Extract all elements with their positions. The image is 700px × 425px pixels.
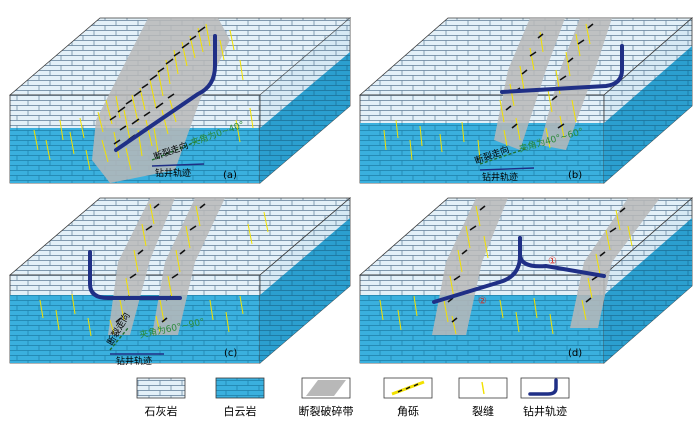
panel-c: 断裂走向 夹角为60°~90° 钻井轨迹 (c) bbox=[10, 198, 350, 367]
legend-swatch-limestone bbox=[137, 378, 185, 398]
well-trajectory-label: 钻井轨迹 bbox=[482, 171, 518, 183]
panel-letter: (b) bbox=[568, 170, 582, 181]
panel-letter: (d) bbox=[568, 348, 582, 359]
legend-label-fault-zone: 断裂破碎带 bbox=[299, 404, 354, 418]
legend: 石灰岩 白云岩 断裂破碎带 角砾 裂缝 钻井轨迹 bbox=[137, 378, 569, 418]
well-trajectory-label: 钻井轨迹 bbox=[116, 355, 152, 367]
panel-a: 断裂走向 夹角为0~40° 钻井轨迹 (a) bbox=[10, 18, 350, 183]
panel-d: ① ② (d) bbox=[360, 198, 692, 363]
legend-label-breccia: 角砾 bbox=[397, 405, 419, 418]
legend-label-fracture: 裂缝 bbox=[472, 404, 494, 418]
well-trajectory-label: 钻井轨迹 bbox=[155, 167, 191, 179]
legend-swatch-dolomite bbox=[216, 378, 264, 398]
panel-letter: (a) bbox=[223, 170, 237, 181]
legend-label-limestone: 石灰岩 bbox=[145, 404, 178, 418]
panel-b: 断裂走向 夹角为40°~60° 钻井轨迹 (b) bbox=[360, 18, 692, 183]
panel-letter: (c) bbox=[224, 348, 237, 359]
branch-marker-1: ① bbox=[548, 256, 557, 267]
legend-label-dolomite: 白云岩 bbox=[224, 404, 257, 418]
branch-marker-2: ② bbox=[478, 296, 487, 307]
legend-label-well: 钻井轨迹 bbox=[523, 404, 567, 418]
